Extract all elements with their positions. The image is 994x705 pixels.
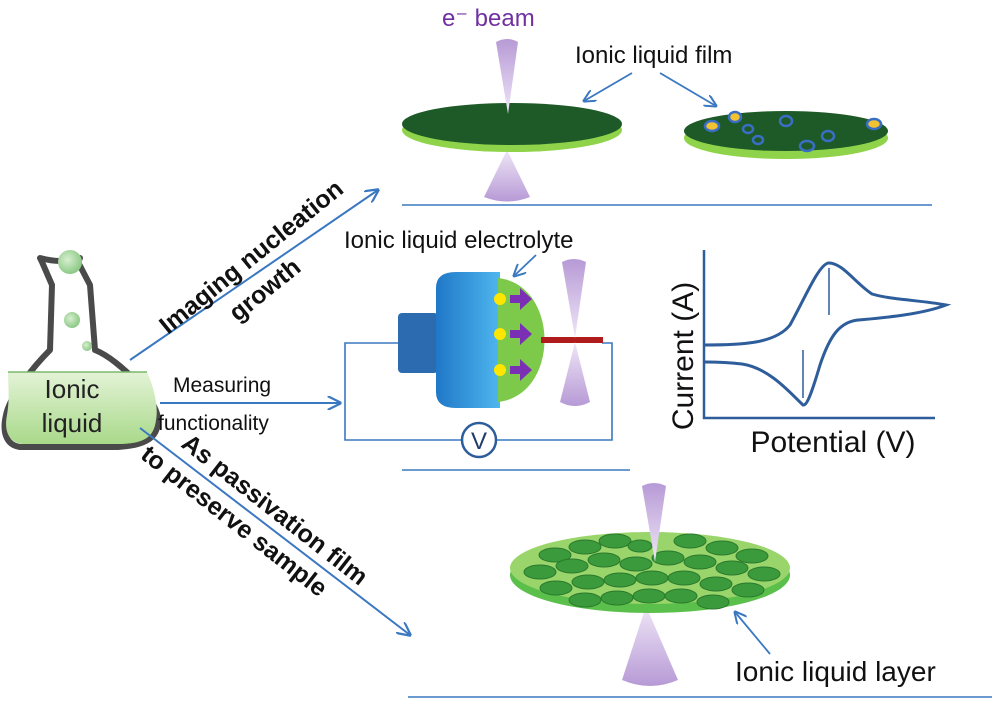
cv-x-label: Potential (V): [750, 426, 915, 459]
branch-arrow-imaging: [129, 190, 378, 361]
flask-label-line2: liquid: [42, 408, 103, 438]
cell-holder-icon: [436, 272, 500, 408]
film-label: Ionic liquid film: [575, 42, 732, 69]
nucleus-icon: [703, 110, 883, 153]
film-pointer-arrow: [584, 72, 633, 101]
sample-rod-icon: [541, 337, 603, 343]
bubble-icon: [64, 312, 80, 328]
layer-label: Ionic liquid layer: [735, 656, 936, 687]
beam-cone-icon: [496, 39, 518, 114]
beam-hourglass-icon: [560, 342, 590, 406]
liquid-layer-disc-icon: [510, 532, 790, 613]
branch-label-measuring-line2: functionality: [158, 412, 269, 435]
electrolyte-label: Ionic liquid electrolyte: [344, 227, 573, 254]
layer-pointer-arrow: [735, 612, 771, 655]
bubble-icon: [82, 341, 92, 351]
beam-hourglass-icon: [562, 259, 586, 338]
flask-label-line1: Ionic: [45, 374, 100, 404]
beam-cone-icon: [622, 606, 678, 686]
film-pointer-arrow: [659, 72, 716, 106]
cv-curve: [704, 261, 952, 407]
beam-cone-icon: [484, 150, 530, 202]
beam-cone-icon: [642, 483, 666, 562]
voltmeter-symbol: V: [471, 428, 487, 455]
bubble-icon: [58, 250, 82, 274]
cv-plot: [702, 250, 952, 420]
cv-y-label: Current (A): [667, 282, 700, 430]
voltmeter-icon: [460, 421, 498, 459]
ion-flow-arrow-icon: [510, 288, 532, 381]
electrolyte-pointer-arrow: [514, 254, 537, 276]
branch-arrow-passivation: [139, 427, 410, 635]
circuit-wire: [496, 342, 613, 441]
ion-dot-icon: [494, 293, 506, 376]
beam-label: e⁻ beam: [442, 5, 535, 32]
film-disc-icon: [402, 103, 622, 152]
cell-holder-stub-icon: [398, 313, 438, 373]
circuit-wire: [344, 342, 462, 441]
branch-label-measuring-line1: Measuring: [173, 374, 271, 397]
